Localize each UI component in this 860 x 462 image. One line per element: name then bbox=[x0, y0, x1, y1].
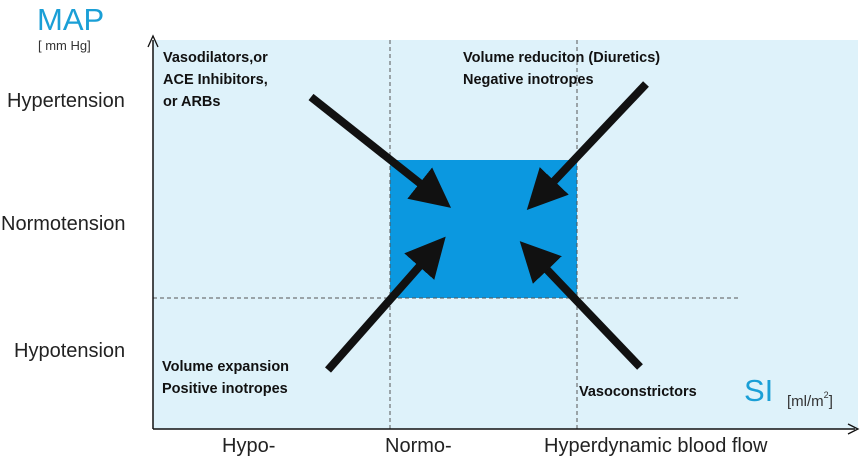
note-top-right-line: Negative inotropes bbox=[463, 72, 594, 88]
arrow-top-right bbox=[526, 81, 649, 210]
y-axis-arrowhead bbox=[147, 34, 159, 48]
arrow-bottom-left bbox=[325, 236, 446, 373]
note-bottom-left: Volume expansion Positive inotropes bbox=[162, 356, 289, 400]
x-axis-unit-suffix: ] bbox=[828, 393, 833, 410]
arrow-bottom-right bbox=[519, 241, 643, 370]
y-label-hypertension: Hypertension bbox=[7, 90, 125, 112]
y-label-normotension: Normotension bbox=[1, 213, 126, 235]
y-axis-title: MAP bbox=[37, 2, 105, 37]
y-label-hypotension: Hypotension bbox=[14, 340, 126, 362]
arrow-top-left bbox=[308, 93, 452, 208]
note-top-left-line: or ARBs bbox=[163, 94, 221, 110]
note-top-right-line: Volume reduciton (Diuretics) bbox=[463, 50, 661, 66]
note-top-left-line: ACE Inhibitors, bbox=[163, 72, 268, 88]
x-axis-title: SI bbox=[744, 373, 774, 408]
note-bottom-right: Vasoconstrictors bbox=[579, 381, 697, 403]
note-top-left-line: Vasodilators,or bbox=[163, 50, 268, 66]
note-bottom-left-line: Positive inotropes bbox=[162, 381, 288, 397]
note-bottom-left-line: Volume expansion bbox=[162, 359, 290, 375]
note-bottom-right-line: Vasoconstrictors bbox=[579, 384, 697, 400]
x-label-normo: Normo- bbox=[385, 435, 452, 457]
x-axis-unit: [ml/m2] bbox=[787, 390, 833, 410]
y-axis-unit: [ mm Hg] bbox=[38, 38, 91, 53]
note-top-right: Volume reduciton (Diuretics) Negative in… bbox=[463, 47, 660, 91]
x-label-hyperdynamic: Hyperdynamic blood flow bbox=[544, 435, 768, 457]
x-label-hypo: Hypo- bbox=[222, 435, 276, 457]
x-axis-unit-prefix: [ml/m bbox=[787, 393, 824, 410]
x-axis-unit-sup: 2 bbox=[823, 390, 829, 400]
x-axis-arrowhead bbox=[847, 423, 860, 435]
note-top-left: Vasodilators,or ACE Inhibitors, or ARBs bbox=[163, 47, 268, 113]
